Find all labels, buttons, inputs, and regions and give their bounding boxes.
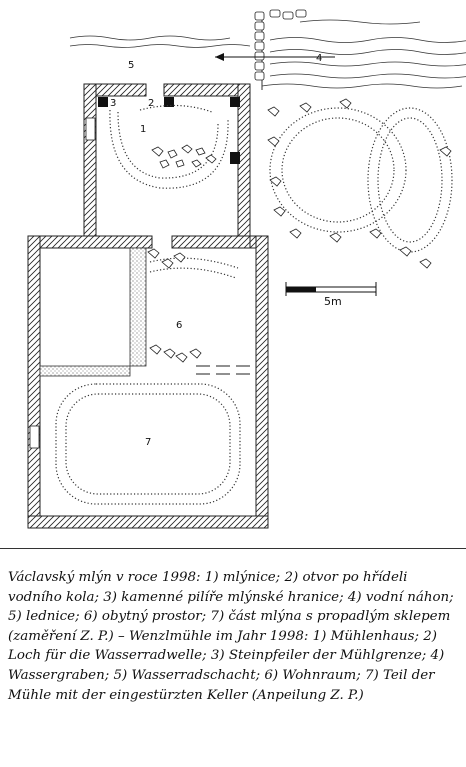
scale-label: 5m — [324, 295, 342, 308]
water-flow-arrow — [215, 53, 335, 61]
depression-room-6 — [149, 257, 239, 279]
label-5: 5 — [128, 60, 134, 71]
depression-room-1 — [109, 104, 229, 189]
oval-stones — [267, 98, 452, 269]
stone-piers — [98, 97, 240, 164]
label-3: 3 — [110, 98, 116, 109]
figure-caption: Václavský mlýn v roce 1998: 1) mlýnice; … — [8, 570, 454, 703]
label-7: 7 — [145, 437, 151, 448]
building-walls — [27, 83, 269, 529]
terrain-hatching — [69, 12, 466, 90]
mill-floor-plan: 1 2 3 4 5 6 7 5m — [27, 9, 466, 529]
stone-wall-top — [254, 9, 307, 81]
dashed-wall-line — [196, 365, 256, 375]
shaft-opening — [145, 86, 165, 94]
scale-bar — [285, 282, 377, 296]
label-4: 4 — [316, 53, 322, 64]
label-6: 6 — [176, 320, 182, 331]
rubble-room-6 — [147, 248, 202, 363]
caption-divider — [0, 548, 466, 549]
partition-walls — [39, 247, 147, 377]
doorways — [29, 117, 96, 449]
rubble-room-1 — [151, 144, 217, 169]
depression-room-7 — [55, 383, 241, 505]
oval-depression — [269, 107, 453, 253]
label-2: 2 — [148, 98, 154, 109]
label-1: 1 — [140, 124, 146, 135]
